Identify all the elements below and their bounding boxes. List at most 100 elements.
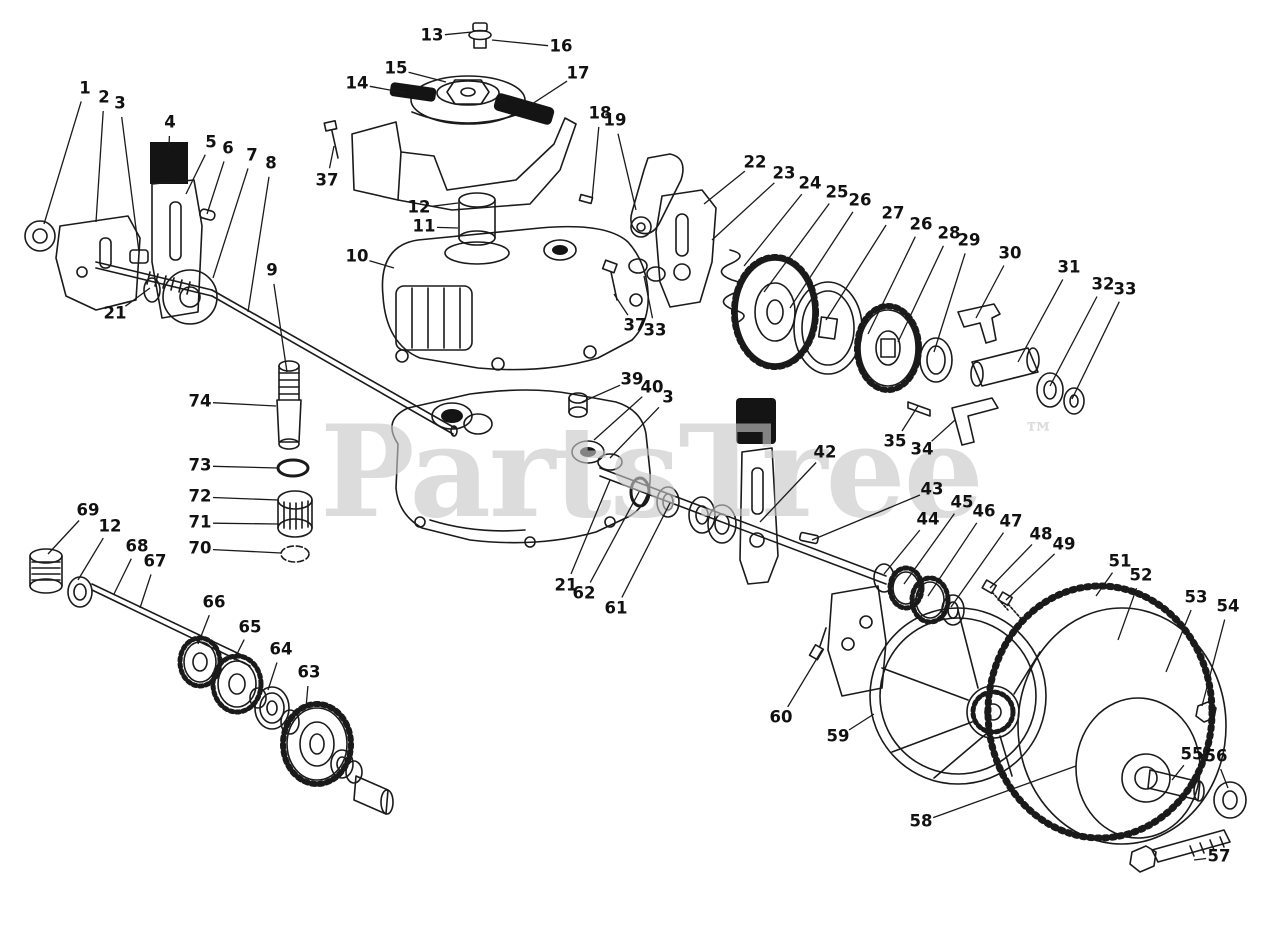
support-bracket-42	[739, 447, 779, 585]
callout-leader-line	[643, 275, 654, 319]
part-number-37: 37	[624, 316, 647, 335]
callout-leader-line	[185, 154, 206, 195]
part-number-10: 10	[346, 247, 369, 266]
callout-leader-line	[212, 465, 279, 469]
part-number-46: 46	[973, 502, 996, 521]
part-number-53: 53	[1185, 588, 1208, 607]
bolts-48-49	[981, 579, 1025, 623]
part-number-6: 6	[222, 139, 233, 158]
callout-leader-line	[113, 558, 132, 595]
callout-leader-line	[139, 574, 152, 609]
callout-leader-line	[589, 491, 640, 583]
callout-leader-line	[47, 520, 80, 555]
part-number-17: 17	[567, 64, 590, 83]
callout-leader-line	[125, 287, 151, 307]
part-number-34: 34	[911, 440, 934, 459]
part-number-62: 62	[573, 584, 596, 603]
part-number-14: 14	[346, 74, 369, 93]
washers-and-gear-70-73	[276, 458, 313, 563]
callout-leader-line	[581, 384, 621, 403]
callout-leader-line	[1017, 279, 1064, 363]
part-number-13: 13	[421, 26, 444, 45]
part-number-32: 32	[1092, 275, 1115, 294]
part-number-3: 3	[662, 388, 673, 407]
part-number-39: 39	[621, 370, 644, 389]
callout-leader-line	[931, 419, 956, 442]
callout-leader-line	[789, 211, 854, 309]
part-number-65: 65	[239, 618, 262, 637]
callout-leader-line	[369, 260, 395, 269]
callout-leader-line	[897, 245, 944, 343]
callout-leader-line	[267, 662, 278, 691]
part-number-7: 7	[246, 146, 257, 165]
part-number-3: 3	[114, 94, 125, 113]
part-number-57: 57	[1208, 847, 1231, 866]
watermark: PartsTree ™	[320, 398, 1054, 546]
shift-lever	[578, 153, 684, 238]
callout-leader-line	[867, 236, 916, 335]
part-number-26: 26	[910, 215, 933, 234]
callout-leader-line	[1220, 768, 1229, 789]
part-number-19: 19	[604, 111, 627, 130]
callout-leader-line	[787, 649, 823, 708]
wheel-bracket	[808, 585, 887, 697]
cover-plate	[655, 189, 717, 308]
callout-leader-line	[617, 133, 637, 211]
part-number-15: 15	[385, 59, 408, 78]
washers-33-housing	[628, 258, 666, 282]
callout-leader-line	[247, 176, 270, 313]
part-number-1: 1	[79, 79, 90, 98]
part-number-25: 25	[826, 183, 849, 202]
part-number-71: 71	[189, 513, 212, 532]
callout-leader-line	[1165, 609, 1192, 673]
callout-leader-line	[711, 182, 775, 241]
part-number-37: 37	[316, 171, 339, 190]
belt-guard-bracket	[351, 117, 577, 211]
part-number-4: 4	[164, 113, 175, 132]
callout-leader-line	[431, 202, 459, 207]
callout-leader-line	[621, 502, 671, 598]
part-number-64: 64	[270, 640, 293, 659]
part-number-67: 67	[144, 552, 167, 571]
watermark-word: PartsTree	[320, 398, 982, 546]
clutch-pulley-assembly	[389, 75, 555, 125]
part-number-18: 18	[589, 104, 612, 123]
callout-leader-line	[591, 126, 600, 201]
part-number-26: 26	[849, 191, 872, 210]
part-number-8: 8	[265, 154, 276, 173]
part-number-63: 63	[298, 663, 321, 682]
part-number-69: 69	[77, 501, 100, 520]
part-number-5: 5	[205, 133, 216, 152]
callout-leader-line	[1201, 619, 1226, 707]
callout-leader-line	[95, 110, 104, 223]
callout-leader-line	[491, 39, 549, 47]
drive-plate	[793, 281, 863, 375]
callout-leader-line	[212, 522, 279, 525]
callout-leader-line	[883, 529, 921, 575]
wheel-shaft	[970, 347, 1040, 387]
callout-leader-line	[763, 203, 830, 293]
callout-leader-line	[369, 85, 407, 94]
part-number-29: 29	[958, 231, 981, 250]
part-number-9: 9	[266, 261, 277, 280]
callout-leader-line	[811, 494, 921, 541]
callout-leader-line	[593, 396, 643, 441]
callout-leader-line	[609, 406, 660, 459]
bolt-37-housing	[601, 259, 618, 301]
axle-bolt-57	[1129, 829, 1231, 873]
part-number-21: 21	[104, 304, 127, 323]
callout-leader-line	[975, 265, 1005, 319]
part-number-40: 40	[641, 378, 664, 397]
clutch-gear	[854, 303, 922, 393]
wheel-backing-plate	[869, 607, 1047, 785]
washers-32-33	[1036, 372, 1085, 415]
part-number-24: 24	[799, 174, 822, 193]
callout-leader-line	[436, 226, 459, 229]
main-axle-rod	[211, 289, 458, 437]
part-number-52: 52	[1130, 566, 1153, 585]
callout-leader-line	[531, 80, 568, 105]
part-number-49: 49	[1053, 535, 1076, 554]
callout-leader-line	[933, 253, 966, 353]
